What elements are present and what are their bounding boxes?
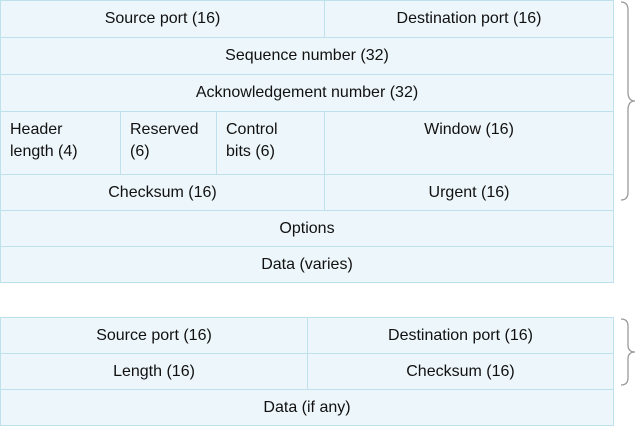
tcp-reserved-line-1: Reserved: [130, 121, 199, 138]
tcp-header-length-line-2: length (4): [10, 143, 78, 160]
udp-checksum-field: Checksum (16): [307, 353, 614, 390]
tcp-header-length-field: Header length (4): [0, 111, 121, 175]
tcp-options-field: Options: [0, 210, 614, 247]
tcp-control-bits-line-1: Control: [226, 121, 278, 138]
tcp-control-bits-line-2: bits (6): [226, 143, 275, 160]
tcp-reserved-field: Reserved (6): [120, 111, 217, 175]
tcp-sequence-number-field: Sequence number (32): [0, 37, 614, 75]
tcp-source-port-field: Source port (16): [0, 0, 325, 38]
tcp-urgent-field: Urgent (16): [324, 174, 614, 211]
tcp-data-field: Data (varies): [0, 246, 614, 283]
tcp-header-length-line-1: Header: [10, 121, 63, 138]
tcp-header-brace: [620, 1, 636, 201]
udp-header-brace: [620, 318, 636, 386]
udp-length-field: Length (16): [0, 353, 308, 390]
udp-destination-port-field: Destination port (16): [307, 317, 614, 354]
tcp-acknowledgement-number-field: Acknowledgement number (32): [0, 74, 614, 112]
tcp-window-field: Window (16): [324, 111, 614, 175]
tcp-destination-port-field: Destination port (16): [324, 0, 614, 38]
udp-data-field: Data (if any): [0, 389, 614, 426]
tcp-reserved-line-2: (6): [130, 143, 150, 160]
tcp-control-bits-field: Control bits (6): [216, 111, 325, 175]
tcp-checksum-field: Checksum (16): [0, 174, 325, 211]
udp-source-port-field: Source port (16): [0, 317, 308, 354]
